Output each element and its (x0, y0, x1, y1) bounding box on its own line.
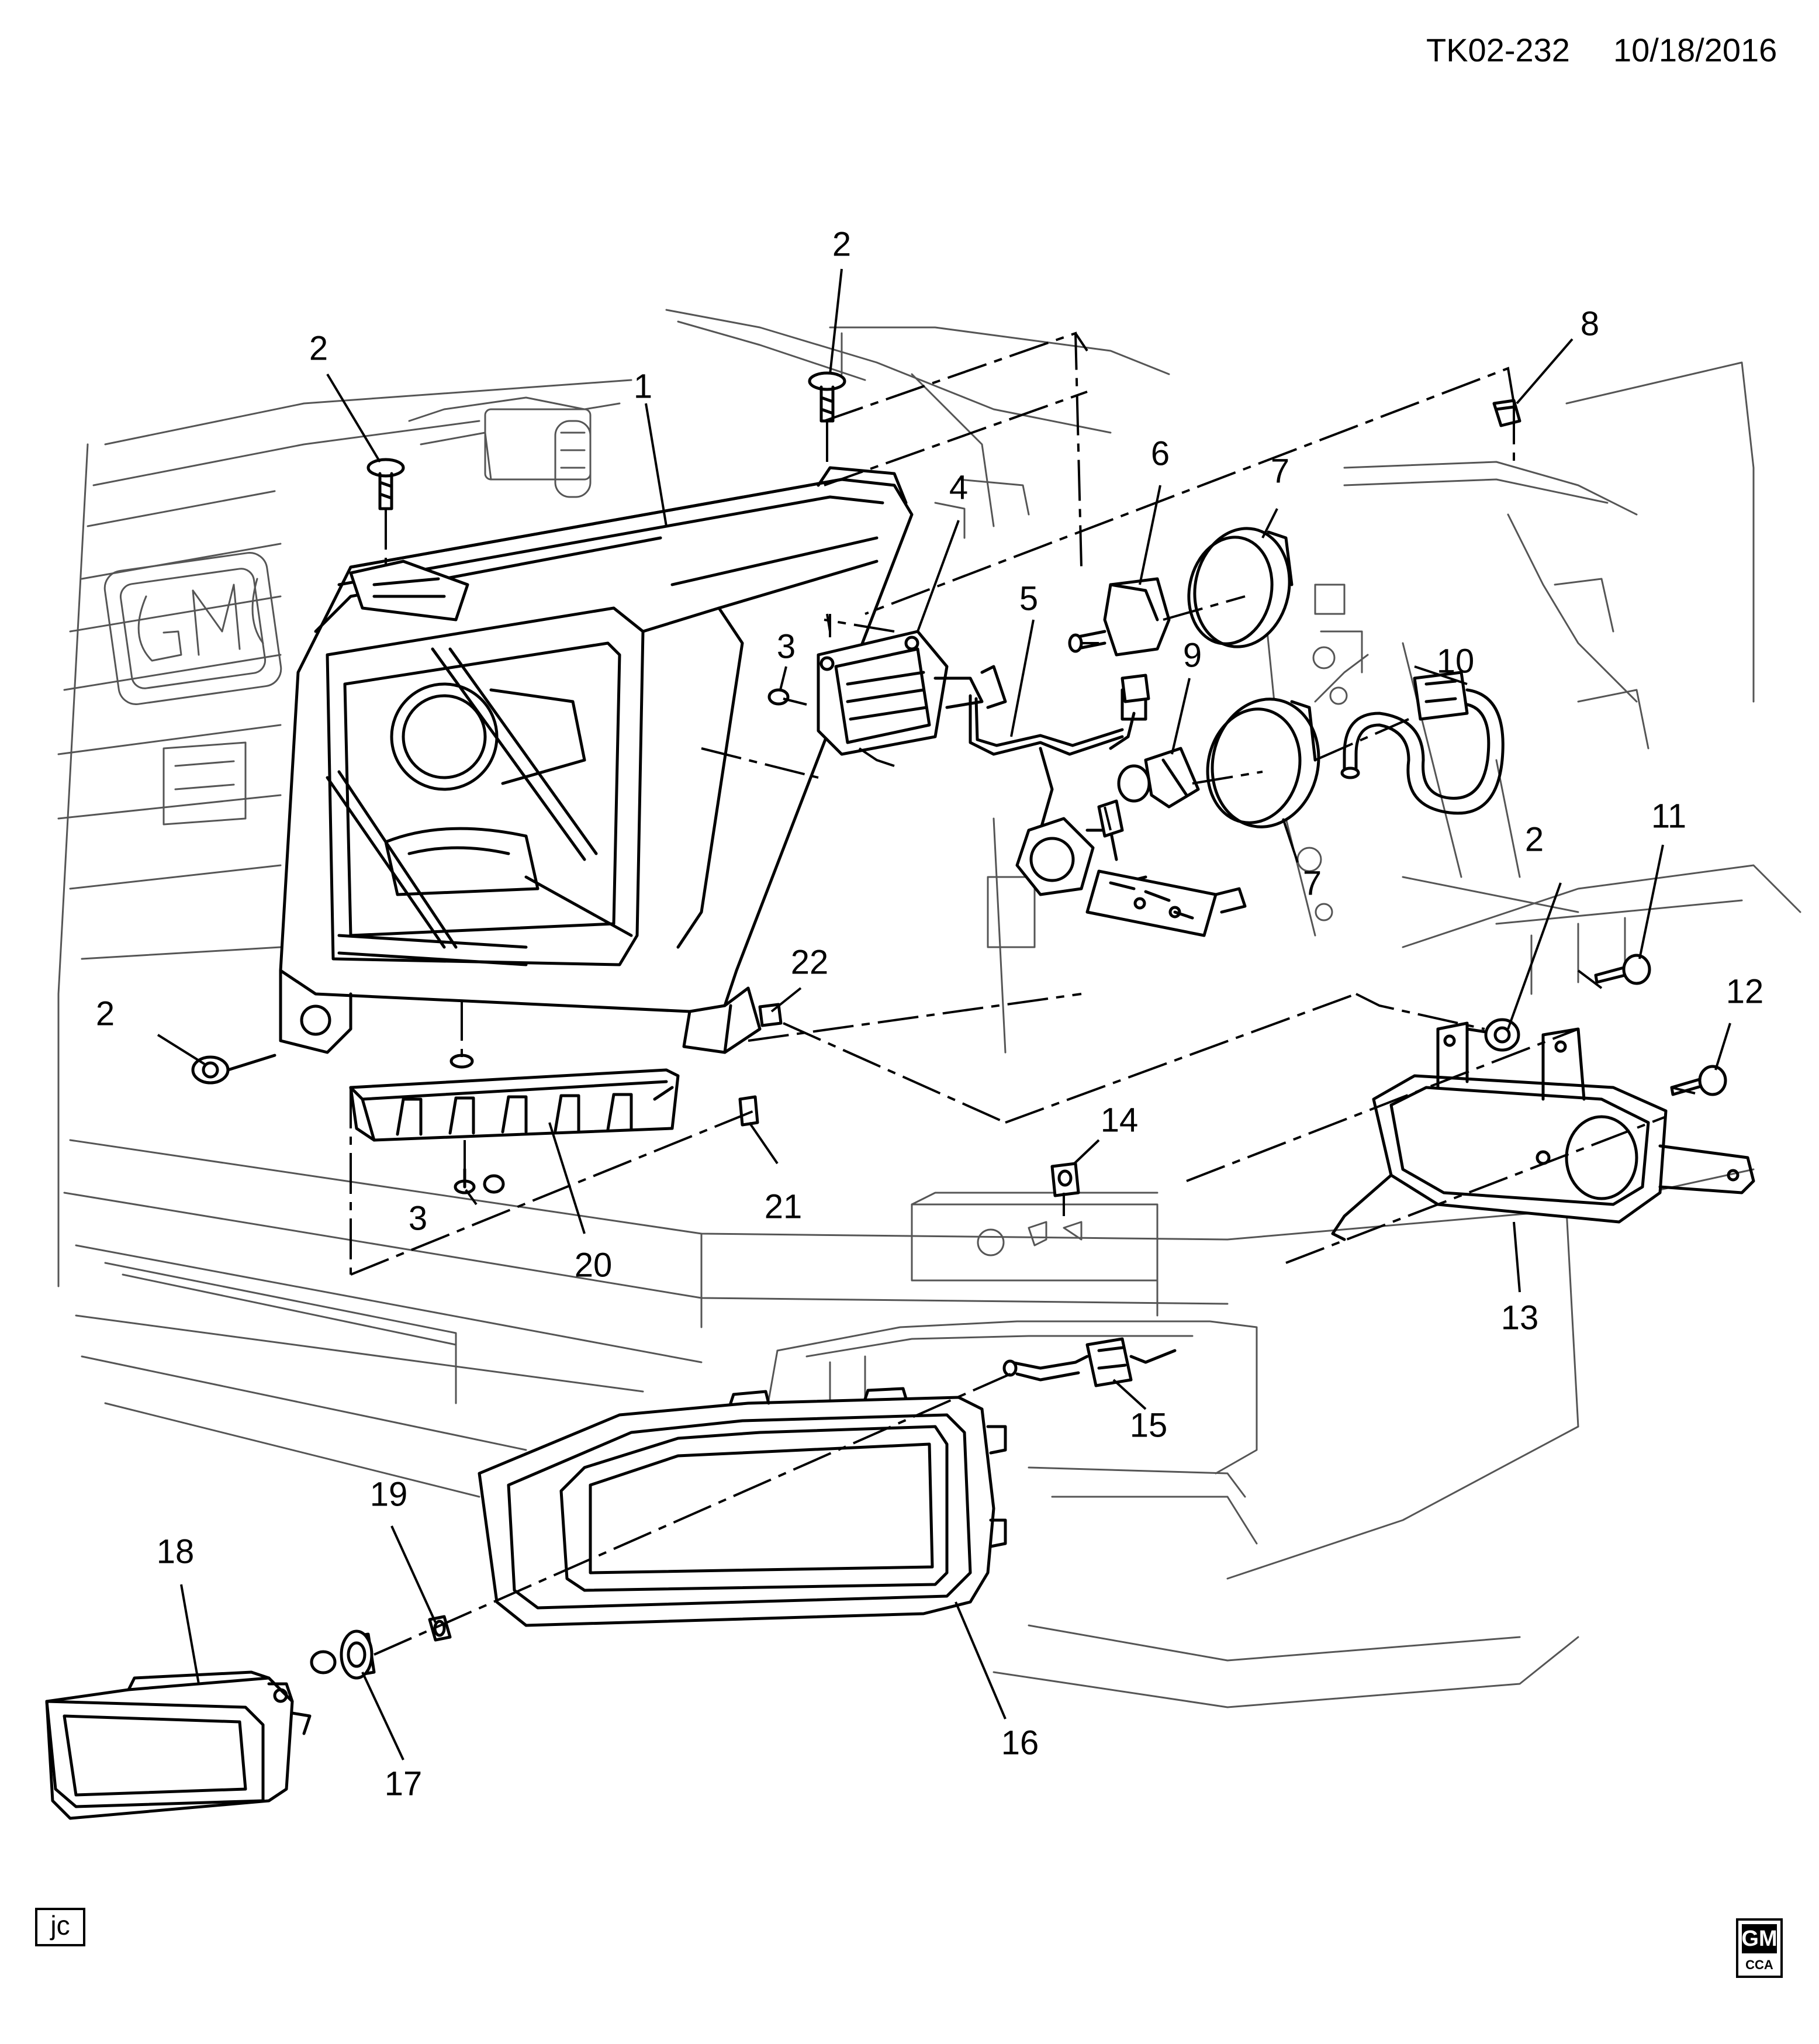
part-dust-cap-upper (1187, 527, 1294, 648)
footer-initials-box: jc (35, 1908, 85, 1946)
part-clip-8 (1492, 399, 1521, 427)
part-fog-connector (1002, 1337, 1177, 1387)
leader-lines (157, 268, 1731, 1760)
bolt-2-right (1465, 1018, 1520, 1052)
drawing-header: TK02-232 10/18/2016 (1426, 32, 1777, 68)
clip-3-upper (767, 688, 790, 706)
callout-17: 17 (385, 1765, 423, 1803)
callout-2d: 2 (1525, 820, 1544, 858)
callout-2a: 2 (309, 329, 328, 367)
callout-3a: 3 (777, 627, 796, 665)
part-bulb-igniter (1068, 577, 1171, 703)
callout-14: 14 (1101, 1101, 1139, 1139)
bolt-2-lower-left (191, 1054, 276, 1085)
part-clip-21 (738, 1095, 759, 1127)
callout-11: 11 (1651, 797, 1686, 835)
callout-12: 12 (1726, 972, 1764, 1010)
callout-13: 13 (1501, 1299, 1539, 1337)
callout-4: 4 (949, 468, 968, 506)
alignment-lines (350, 332, 1696, 1656)
callout-19: 19 (370, 1475, 408, 1513)
callout-18: 18 (157, 1532, 195, 1570)
clip-3-lower (454, 1168, 505, 1194)
part-headlamp-assembly (279, 466, 914, 1054)
callout-8: 8 (1581, 305, 1599, 343)
callout-2c: 2 (96, 995, 115, 1033)
part-headlamp-lower-bracket (349, 1054, 680, 1142)
callout-7a: 7 (1271, 452, 1289, 490)
screw-11 (1594, 954, 1651, 985)
callout-6: 6 (1151, 434, 1170, 472)
callout-10: 10 (1437, 642, 1475, 680)
callout-15: 15 (1130, 1406, 1168, 1444)
bolt-2-upper-left (366, 458, 405, 510)
part-control-module (817, 630, 1007, 756)
callout-labels: 1 2 2 2 2 3 3 4 5 6 7 7 8 9 10 11 12 13 … (96, 225, 1763, 1803)
part-clip-14 (1050, 1162, 1080, 1197)
bolt-2-upper-center (808, 371, 846, 423)
part-fog-lamp (45, 1670, 312, 1820)
part-fog-lamp-bezel (478, 1387, 1007, 1627)
callout-21: 21 (765, 1187, 803, 1225)
part-fog-bulb (310, 1629, 376, 1680)
part-retainer-19 (428, 1615, 452, 1642)
callout-22: 22 (791, 943, 829, 981)
drawing-date: 10/18/2016 (1613, 32, 1777, 68)
part-fog-lamp-bracket (1331, 1021, 1755, 1241)
part-harness-pigtail (1340, 671, 1505, 815)
gm-logo: GM CCA (1736, 1918, 1783, 1978)
callout-16: 16 (1001, 1724, 1039, 1762)
part-clip-22 (758, 1003, 783, 1027)
drawing-id: TK02-232 (1426, 32, 1570, 68)
callout-7b: 7 (1303, 864, 1322, 902)
callout-5: 5 (1019, 579, 1038, 617)
callout-1: 1 (634, 367, 652, 405)
part-wiring-harness (969, 688, 1247, 937)
gm-logo-text: GM (1741, 1926, 1777, 1951)
callout-20: 20 (575, 1246, 613, 1284)
part-bulb-9 (1117, 747, 1200, 809)
gmc-grille-emblem (103, 552, 282, 705)
callout-2b: 2 (832, 225, 851, 263)
gm-logo-sub: CCA (1745, 1957, 1773, 1972)
part-dust-cap-lower (1206, 698, 1320, 828)
callout-3b: 3 (409, 1199, 427, 1237)
footer-initials: jc (49, 1910, 70, 1941)
callout-9: 9 (1183, 636, 1202, 674)
